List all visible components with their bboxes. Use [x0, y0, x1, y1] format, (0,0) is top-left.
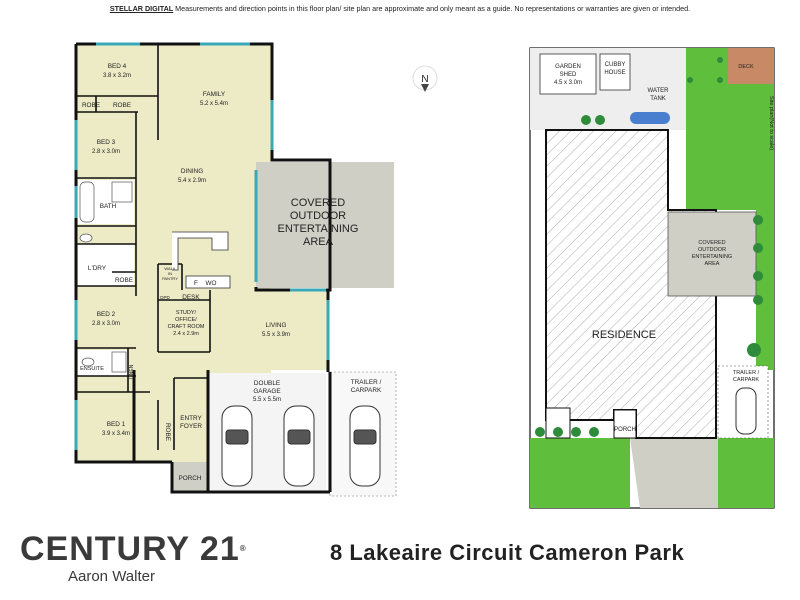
desk-label: DESK: [182, 294, 200, 301]
site-porch-label: PORCH: [614, 427, 636, 433]
porch-label: PORCH: [178, 475, 201, 482]
logo-reg-mark: ®: [239, 544, 247, 553]
study-line2: OFFICE/: [175, 317, 197, 323]
site-shed-line1: GARDEN: [555, 64, 581, 70]
robe-b-label: ROBE: [113, 102, 131, 109]
study-line3: CRAFT ROOM: [168, 324, 205, 330]
dining-label: DINING: [181, 168, 203, 175]
bed4-dim: 3.8 x 3.2m: [103, 73, 131, 79]
ldry-label: L'DRY: [88, 265, 107, 272]
century21-logo: CENTURY 21® Aaron Walter: [20, 532, 247, 585]
interior-walls: [76, 44, 211, 450]
site-covered-line4: AREA: [705, 261, 720, 267]
disclaimer: STELLAR DIGITAL Measurements and directi…: [0, 4, 800, 13]
bed1-label: BED 1: [107, 421, 126, 428]
site-shed-line2: SHED: [560, 72, 577, 78]
property-address: 8 Lakeaire Circuit Cameron Park: [330, 540, 685, 565]
bed3-dim: 2.8 x 3.0m: [92, 149, 120, 155]
family-label: FAMILY: [203, 91, 226, 98]
kitchen: [172, 231, 231, 289]
site-covered-line2: OUTDOOR: [698, 247, 726, 253]
trailer-line2: CARPARK: [351, 387, 382, 394]
bed4-label: BED 4: [108, 63, 127, 70]
bed1-dim: 3.9 x 3.4m: [102, 431, 130, 437]
covered-line1: COVERED: [291, 197, 345, 209]
ensuite-label: ENSUITE: [80, 366, 104, 372]
bath-fixtures: [79, 181, 133, 373]
compass-icon: N: [412, 65, 438, 92]
fridge-label: F: [194, 280, 198, 287]
robe-a-label: ROBE: [82, 102, 100, 109]
ldry-area: [78, 244, 134, 286]
garage-dim: 5.5 x 5.5m: [253, 397, 281, 403]
garage-line1: DOUBLE: [254, 380, 280, 387]
garage-line2: GARAGE: [253, 388, 280, 395]
pantry-line2: IN: [168, 271, 172, 276]
study-line1: STUDY/: [176, 310, 197, 316]
site-covered-line3: ENTERTAINING: [692, 254, 732, 260]
grass: [530, 48, 774, 508]
site-trailer-line1: TRAILER /: [733, 370, 760, 376]
living-label: LIVING: [266, 322, 287, 329]
site-deck-label: DECK: [738, 64, 754, 70]
covered-line2: OUTDOOR: [290, 210, 346, 222]
bed3-label: BED 3: [97, 139, 116, 146]
site-trailer-line2: CARPARK: [733, 377, 760, 383]
covered-outdoor-area: [256, 162, 394, 288]
robe-c-label: ROBE: [115, 277, 133, 284]
pantry-line1: WALK: [164, 266, 176, 271]
entry-line2: FOYER: [180, 423, 202, 430]
wo-label: WO: [205, 280, 216, 287]
pantry-line3: PANTRY: [162, 276, 178, 281]
logo-main-text: CENTURY 21: [20, 530, 240, 568]
site-residence-label: RESIDENCE: [592, 329, 656, 341]
porch-area: [172, 462, 208, 492]
site-cubby-line1: CUBBY: [605, 62, 626, 68]
trailer-line1: TRAILER /: [351, 379, 382, 386]
site-tank-line1: WATER: [648, 88, 670, 94]
entry-line1: ENTRY: [180, 415, 202, 422]
windows: [74, 42, 330, 450]
site-car-icon: [735, 387, 757, 435]
bath-label: BATH: [100, 203, 117, 210]
site-cubby-line2: HOUSE: [604, 70, 625, 76]
logo-sub-text: Aaron Walter: [68, 568, 155, 585]
walls: [74, 42, 332, 494]
plant-icons: [535, 57, 763, 437]
site-side-note: Site plan(Not to scale): [768, 96, 774, 150]
bed2-dim: 2.8 x 3.0m: [92, 321, 120, 327]
disclaimer-text: Measurements and direction points in thi…: [175, 4, 691, 13]
covered-line3: ENTERTAINING: [278, 223, 359, 235]
site-tank-line2: TANK: [650, 96, 666, 102]
site-shed-dim: 4.5 x 3.0m: [554, 80, 582, 86]
covered-line4: AREA: [303, 236, 334, 248]
study-dim: 2.4 x 2.9m: [173, 331, 199, 337]
linen-label: LINEN: [129, 364, 135, 379]
dining-dim: 5.4 x 2.9m: [178, 178, 206, 184]
disclaimer-brand: STELLAR DIGITAL: [109, 4, 174, 13]
site-covered-line1: COVERED: [698, 240, 725, 246]
living-dim: 5.5 x 3.9m: [262, 332, 290, 338]
compass-label: N: [421, 74, 428, 85]
bed2-label: BED 2: [97, 311, 116, 318]
robe-d-label: ROBE: [164, 423, 171, 441]
car-icon: [221, 405, 381, 487]
dpd-label: DPD: [160, 295, 170, 300]
family-dim: 5.2 x 5.4m: [200, 101, 228, 107]
